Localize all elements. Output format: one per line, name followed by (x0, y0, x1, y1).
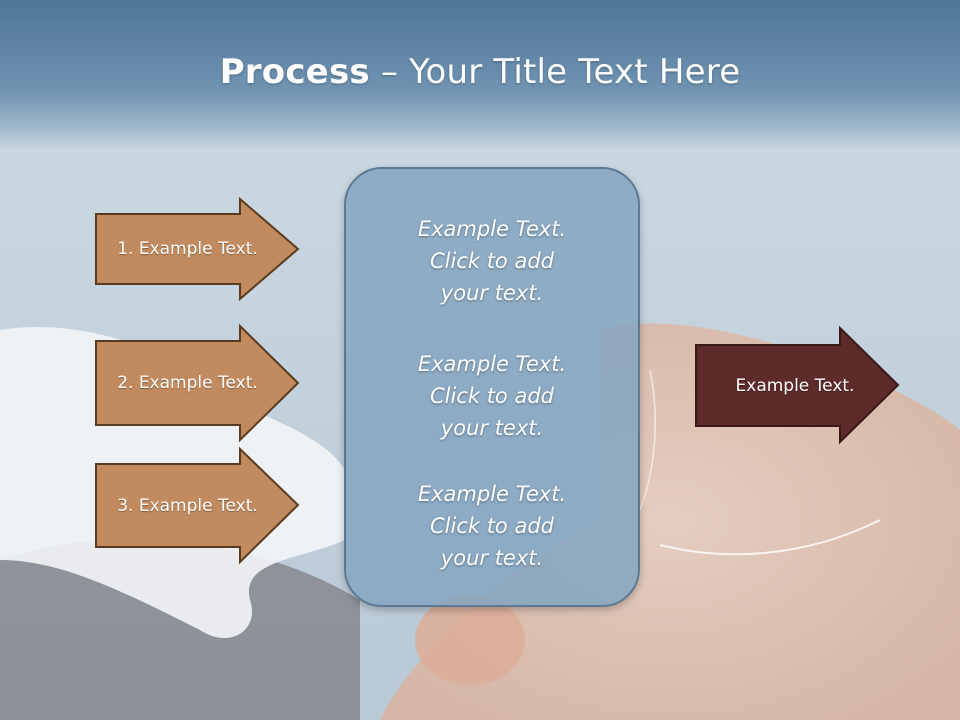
title-rest: – Your Title Text Here (369, 52, 741, 92)
result-arrow[interactable]: Example Text. (695, 325, 900, 445)
arrow-shape (95, 323, 300, 443)
process-step-label: 3. Example Text. (117, 495, 258, 516)
page-title: Process – Your Title Text Here (0, 52, 960, 92)
center-text-line: Example Text. (417, 352, 567, 376)
center-text-block-3: Example Text. Click to add your text. (346, 478, 638, 574)
process-step-label: 1. Example Text. (117, 239, 258, 259)
center-text-line: your text. (440, 416, 544, 440)
center-text-line: your text. (440, 281, 544, 305)
process-step-arrow-2[interactable]: 2. Example Text. (95, 323, 300, 443)
process-step-arrow-3[interactable]: 3. Example Text. (95, 446, 300, 565)
center-text-line: Click to add (429, 384, 554, 408)
center-text-line: Click to add (429, 514, 554, 538)
center-text-box[interactable]: Example Text. Click to add your text. Ex… (344, 167, 640, 607)
center-text-line: your text. (440, 546, 544, 570)
center-text-line: Example Text. (417, 217, 567, 241)
center-text-line: Example Text. (417, 482, 567, 506)
center-text-block-2: Example Text. Click to add your text. (346, 348, 638, 444)
arrow-shape (95, 446, 300, 565)
process-step-label: 2. Example Text. (117, 373, 258, 393)
process-step-arrow-1[interactable]: 1. Example Text. (95, 196, 300, 302)
arrow-shape (95, 196, 300, 302)
title-bold: Process (219, 52, 370, 92)
center-text-line: Click to add (429, 249, 554, 273)
center-text-block-1: Example Text. Click to add your text. (346, 213, 638, 309)
title-bar (0, 0, 960, 150)
arrow-shape (695, 325, 900, 445)
result-label: Example Text. (735, 375, 855, 396)
